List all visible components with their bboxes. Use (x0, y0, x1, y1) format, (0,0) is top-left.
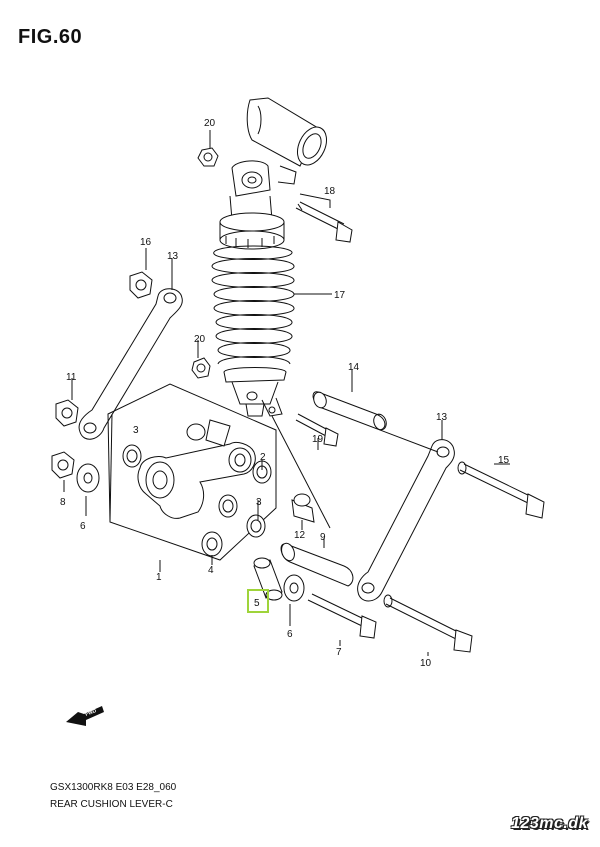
part-label: 6 (287, 629, 293, 640)
part-label: 9 (320, 532, 326, 543)
bolt-15[interactable] (457, 461, 545, 519)
part-label: 2 (260, 452, 266, 463)
fwd-arrow-icon: FWD (66, 706, 104, 726)
spacer-12[interactable] (291, 493, 315, 523)
watermark-logo: 123mc.dk (511, 815, 588, 832)
cushion-lever-assembly-1[interactable] (107, 383, 277, 565)
part-label: 15 (498, 455, 510, 466)
model-code: GSX1300RK8 E03 E28_060 (50, 782, 177, 793)
washer-6-right[interactable] (283, 574, 305, 602)
part-label: 12 (294, 530, 306, 541)
bolt-19[interactable] (295, 413, 339, 447)
bolt-10[interactable] (383, 594, 473, 653)
part-label: 6 (80, 521, 86, 532)
sleeve-14[interactable] (312, 390, 389, 431)
sleeve-9[interactable] (279, 541, 354, 587)
part-label: 18 (324, 186, 336, 197)
part-label: 5 (254, 598, 260, 609)
part-label: 13 (167, 251, 179, 262)
part-label: 16 (140, 237, 152, 248)
part-label: 3 (133, 425, 139, 436)
bolt-18[interactable] (295, 201, 353, 243)
nut-20-lower[interactable] (191, 357, 211, 379)
figure-caption: GSX1300RK8 E03 E28_060 REAR CUSHION LEVE… (50, 779, 176, 813)
part-label: 4 (208, 565, 214, 576)
nut-8[interactable] (51, 451, 75, 479)
highlight-box-part-5 (247, 589, 269, 613)
part-label: 11 (66, 372, 77, 383)
cushion-rod-13-right[interactable] (357, 439, 455, 602)
nut-11[interactable] (55, 399, 79, 427)
nut-16[interactable] (129, 271, 153, 299)
washer-6-left[interactable] (76, 463, 100, 493)
rear-shock-absorber[interactable] (211, 97, 332, 417)
part-reference-labels: 1 2 3 3 4 5 6 6 7 8 9 10 11 12 13 13 14 … (60, 118, 510, 669)
part-label: 14 (348, 362, 360, 373)
part-label: 19 (312, 434, 324, 445)
bushing-5[interactable] (253, 557, 283, 601)
part-label: 13 (436, 412, 448, 423)
fwd-label: FWD (85, 708, 98, 718)
part-label: 20 (204, 118, 216, 129)
cushion-rod-13-left[interactable] (78, 288, 183, 440)
part-label: 20 (194, 334, 206, 345)
nut-20-upper[interactable] (197, 147, 219, 167)
part-label: 1 (156, 572, 162, 583)
part-label: 8 (60, 497, 66, 508)
part-label: 17 (334, 290, 346, 301)
bolt-7[interactable] (307, 593, 377, 639)
part-label: 7 (336, 647, 342, 658)
part-label: 10 (420, 658, 432, 669)
part-label: 3 (256, 497, 262, 508)
figure-name: REAR CUSHION LEVER-C (50, 799, 173, 810)
figure-title: FIG.60 (18, 26, 83, 48)
